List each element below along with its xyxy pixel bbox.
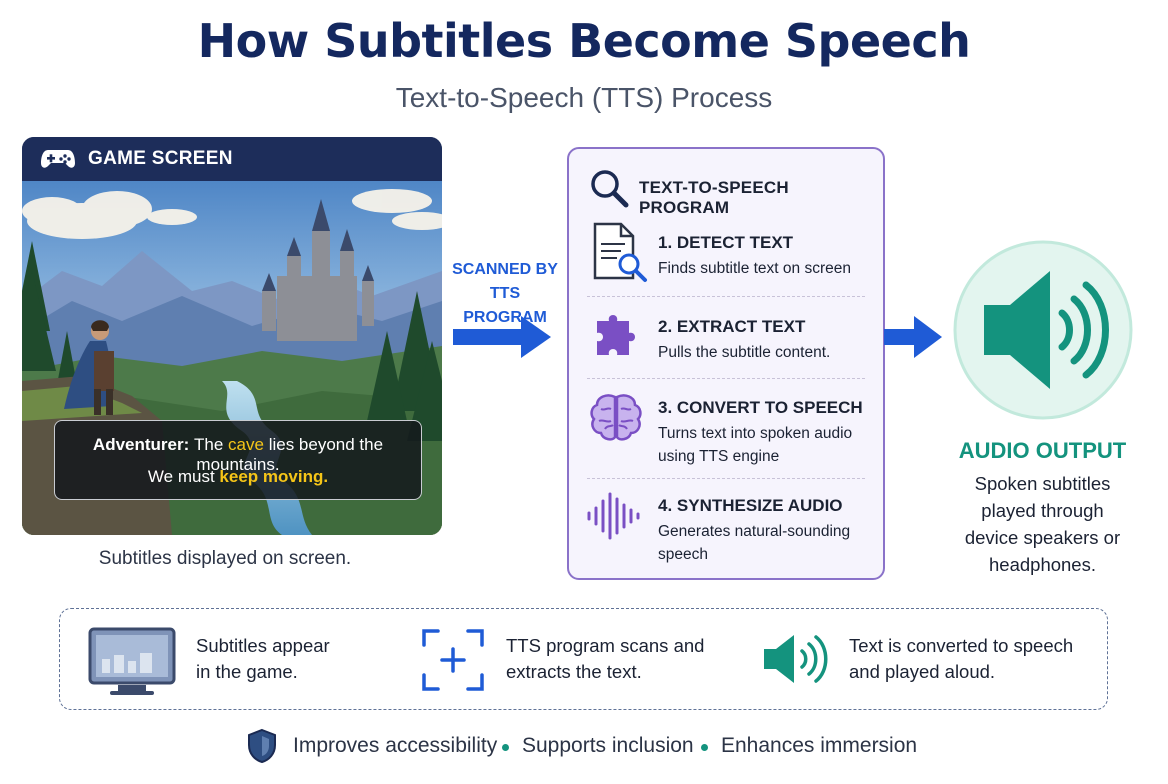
gamepad-icon xyxy=(41,150,75,168)
summary-line: in the game. xyxy=(196,661,298,682)
summary-bar: Subtitles appear in the game. TTS progra… xyxy=(59,608,1108,710)
subtitle-speaker: Adventurer: xyxy=(92,435,190,454)
summary-line: TTS program scans and xyxy=(506,635,705,656)
benefits-row: Improves accessibility Supports inclusio… xyxy=(0,726,1168,766)
benefit-immersion: Enhances immersion xyxy=(721,734,918,757)
subtitle-overlay: Adventurer: The cave lies beyond the mou… xyxy=(54,420,422,500)
document-search-icon xyxy=(593,222,647,282)
summary-item-1: Subtitles appear in the game. xyxy=(196,633,330,685)
tts-program-panel: TEXT-TO-SPEECH PROGRAM 1. DETECT TEXT Fi… xyxy=(567,147,885,580)
summary-line: Subtitles appear xyxy=(196,635,330,656)
summary-line: and played aloud. xyxy=(849,661,996,682)
page-subtitle: Text-to-Speech (TTS) Process xyxy=(395,82,773,113)
step-2-title: 2. EXTRACT TEXT xyxy=(658,317,806,336)
step-4-desc-2: speech xyxy=(658,546,708,563)
page-title: How Subtitles Become Speech xyxy=(197,14,971,68)
subtitle-text-2: lies beyond the mountains. xyxy=(196,435,384,474)
output-arrow xyxy=(884,316,942,358)
summary-item-2: TTS program scans and extracts the text. xyxy=(506,633,704,685)
subtitle-line-2: We must keep moving. xyxy=(55,467,421,487)
speaker-icon xyxy=(953,240,1133,420)
subtitle-highlight-1: cave xyxy=(228,435,264,454)
summary-item-3: Text is converted to speech and played a… xyxy=(849,633,1073,685)
waveform-icon xyxy=(587,492,640,540)
step-3-desc-1: Turns text into spoken audio xyxy=(658,425,853,442)
scan-arrow xyxy=(453,316,551,358)
game-screen-caption: Subtitles displayed on screen. xyxy=(98,548,352,569)
step-3-title: 3. CONVERT TO SPEECH xyxy=(658,398,863,417)
tts-program-title: TEXT-TO-SPEECH PROGRAM xyxy=(639,178,789,217)
step-2-desc: Pulls the subtitle content. xyxy=(658,344,831,361)
benefit-inclusion: Supports inclusion xyxy=(522,734,694,757)
step-3-desc-2: using TTS engine xyxy=(658,448,780,465)
game-screen-label: GAME SCREEN xyxy=(88,148,233,169)
bullet-dot xyxy=(502,744,509,751)
step-1-desc: Finds subtitle text on screen xyxy=(658,260,851,277)
step-divider xyxy=(587,378,865,379)
step-4-desc-1: Generates natural-sounding xyxy=(658,523,851,540)
step-4-title: 4. SYNTHESIZE AUDIO xyxy=(658,496,843,515)
monitor-icon xyxy=(88,627,176,695)
audio-output-desc: Spoken subtitles played through device s… xyxy=(940,470,1145,578)
puzzle-icon xyxy=(597,315,635,355)
subtitle-highlight-2: keep moving. xyxy=(219,467,329,486)
audio-desc-line: Spoken subtitles xyxy=(974,473,1111,494)
speaker-small-icon xyxy=(764,635,828,683)
game-screen-header: GAME SCREEN xyxy=(22,137,442,181)
audio-output-label: AUDIO OUTPUT xyxy=(958,438,1127,463)
subtitle-line-1: Adventurer: The cave lies beyond the mou… xyxy=(55,435,421,475)
scan-arrow-label-line-1: SCANNED BY xyxy=(452,261,558,278)
subtitle-text-1: The xyxy=(194,435,224,454)
step-divider xyxy=(587,478,865,479)
audio-desc-line: played through xyxy=(981,500,1104,521)
step-1-title: 1. DETECT TEXT xyxy=(658,233,794,252)
benefit-accessibility: Improves accessibility xyxy=(293,734,498,757)
summary-line: Text is converted to speech xyxy=(849,635,1074,656)
game-screen-card: GAME SCREEN xyxy=(22,137,442,535)
bullet-dot xyxy=(701,744,708,751)
shield-icon xyxy=(248,728,276,764)
subtitle-text-3: We must xyxy=(147,467,215,486)
step-divider xyxy=(587,296,865,297)
summary-line: extracts the text. xyxy=(506,661,642,682)
scan-arrow-label: SCANNED BY TTS PROGRAM xyxy=(447,258,563,330)
audio-desc-line: headphones. xyxy=(989,554,1096,575)
magnifier-icon xyxy=(591,170,629,208)
audio-desc-line: device speakers or xyxy=(964,527,1121,548)
scan-icon xyxy=(422,629,484,691)
brain-icon xyxy=(590,394,642,441)
